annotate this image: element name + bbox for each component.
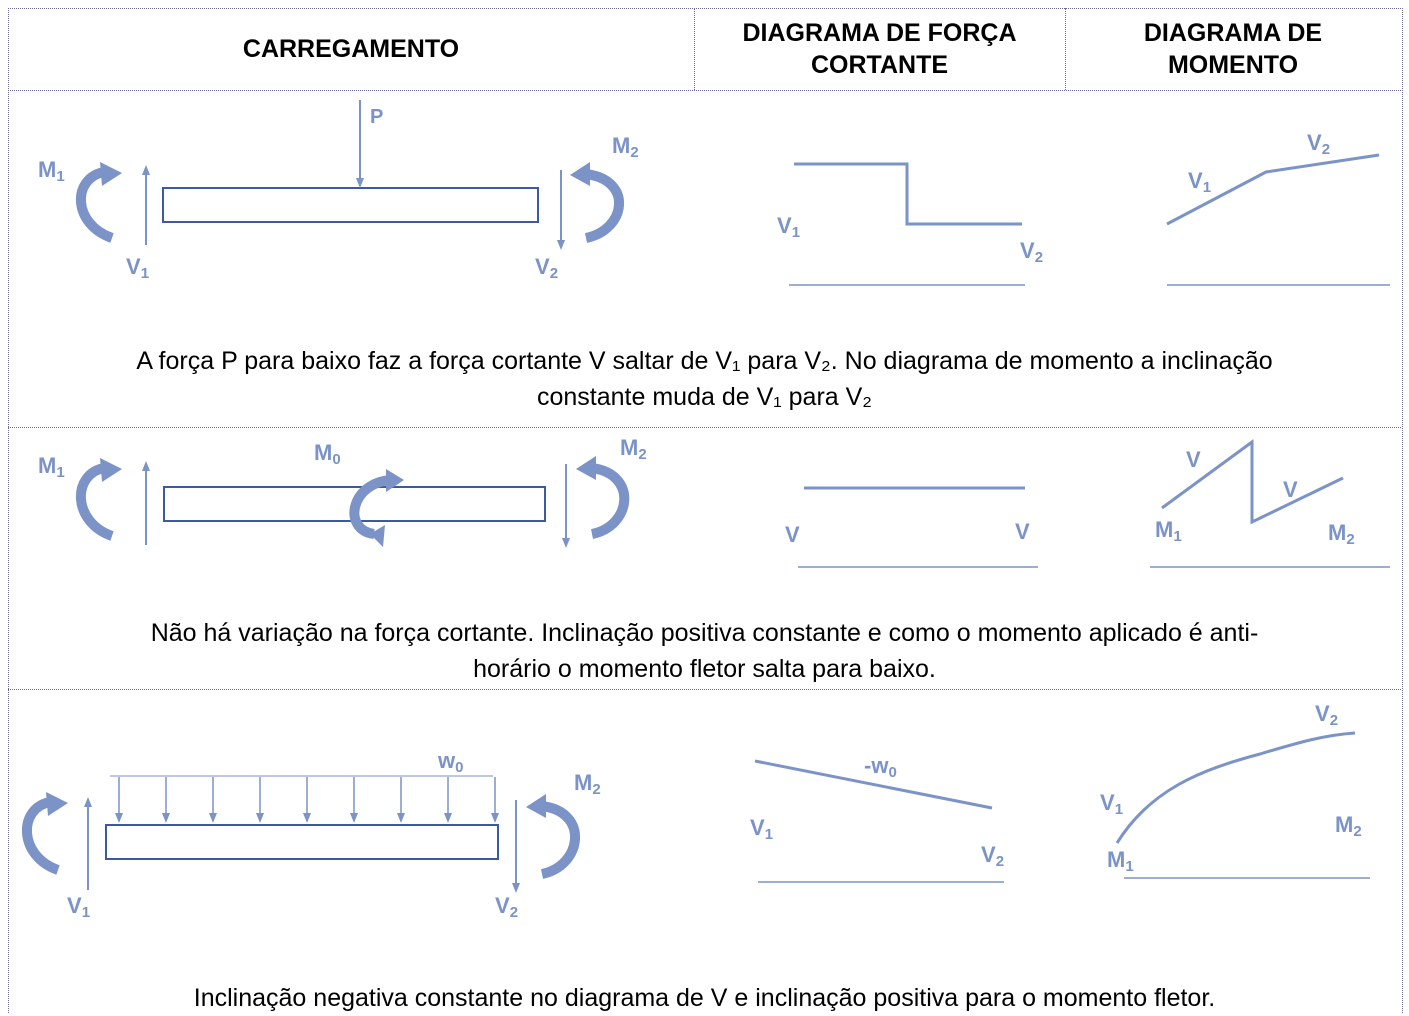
label-v1: V1 xyxy=(67,893,90,921)
moment-arrow-m1 xyxy=(75,162,122,243)
label-v2: V2 xyxy=(1315,701,1338,729)
moment-arrow-m1 xyxy=(76,458,122,541)
label-v2: V2 xyxy=(1307,130,1330,158)
label-v2: V2 xyxy=(1020,238,1043,266)
moment-curve xyxy=(1115,731,1356,844)
distributed-load-arrows xyxy=(115,777,499,823)
label-v2: V2 xyxy=(535,254,558,282)
label-w0: w0 xyxy=(437,748,463,776)
label-v1: V1 xyxy=(750,815,773,843)
row-divider xyxy=(8,689,1401,690)
label-slope: -w0 xyxy=(864,753,897,781)
row1-moment-diagram: V1 V2 xyxy=(1166,130,1390,286)
label-v-right: V xyxy=(1015,519,1030,544)
label-v-left: V xyxy=(785,522,800,547)
row1-caption: A força P para baixo faz a força cortant… xyxy=(136,347,1273,411)
table-frame xyxy=(8,8,1403,1013)
label-m1: M1 xyxy=(1107,847,1134,875)
label-v-b: V xyxy=(1283,477,1298,502)
label-m1: M1 xyxy=(1155,517,1182,545)
label-m2: M2 xyxy=(620,435,647,463)
moment-arrow-left xyxy=(22,792,68,875)
row2-caption: Não há variação na força cortante. Incli… xyxy=(150,619,1259,683)
label-m0: M0 xyxy=(314,440,341,468)
label-v2: V2 xyxy=(981,842,1004,870)
row3-shear-diagram: -w0 V1 V2 xyxy=(750,753,1004,883)
label-m2: M2 xyxy=(612,133,639,161)
label-m2: M2 xyxy=(1328,520,1355,548)
moment-arrow-m2 xyxy=(526,794,580,879)
shear-line xyxy=(754,759,993,810)
header-divider xyxy=(694,8,695,90)
moment-line xyxy=(1161,439,1344,525)
label-m2: M2 xyxy=(574,770,601,798)
moment-line xyxy=(1166,153,1380,226)
row2-moment-diagram: V V M1 M2 xyxy=(1150,439,1390,568)
row2-loading: M1 M0 M2 xyxy=(38,435,647,548)
row1-shear-diagram: V1 V2 xyxy=(777,162,1043,286)
beam xyxy=(162,187,539,223)
label-m1: M1 xyxy=(38,453,65,481)
row3-caption: Inclinação negativa constante no diagram… xyxy=(193,984,1216,1012)
label-m1: M1 xyxy=(38,157,65,185)
label-p: P xyxy=(370,106,383,128)
beam xyxy=(105,824,499,860)
row3-moment-diagram: V2 V1 M2 M1 xyxy=(1100,701,1370,879)
label-v2: V2 xyxy=(495,893,518,921)
header-divider xyxy=(1065,8,1066,90)
moment-arrow-m2 xyxy=(576,456,630,539)
row3-loading: w0 M2 V1 V2 xyxy=(22,748,601,921)
label-v-a: V xyxy=(1186,447,1201,472)
label-v1: V1 xyxy=(777,213,800,241)
moment-arrow-m2 xyxy=(570,162,624,243)
row1-loading: P M1 M2 V1 V2 xyxy=(38,100,639,282)
shear-line xyxy=(794,162,1022,226)
moment-arrow-m0 xyxy=(349,469,404,547)
label-m2: M2 xyxy=(1335,812,1362,840)
row-divider xyxy=(8,90,1401,91)
label-v1: V1 xyxy=(1100,790,1123,818)
label-v1: V1 xyxy=(126,254,149,282)
row2-shear-diagram: V V xyxy=(785,486,1038,568)
header-carregamento: CARREGAMENTO xyxy=(242,35,460,63)
row-divider xyxy=(8,427,1401,428)
label-v1: V1 xyxy=(1188,168,1211,196)
